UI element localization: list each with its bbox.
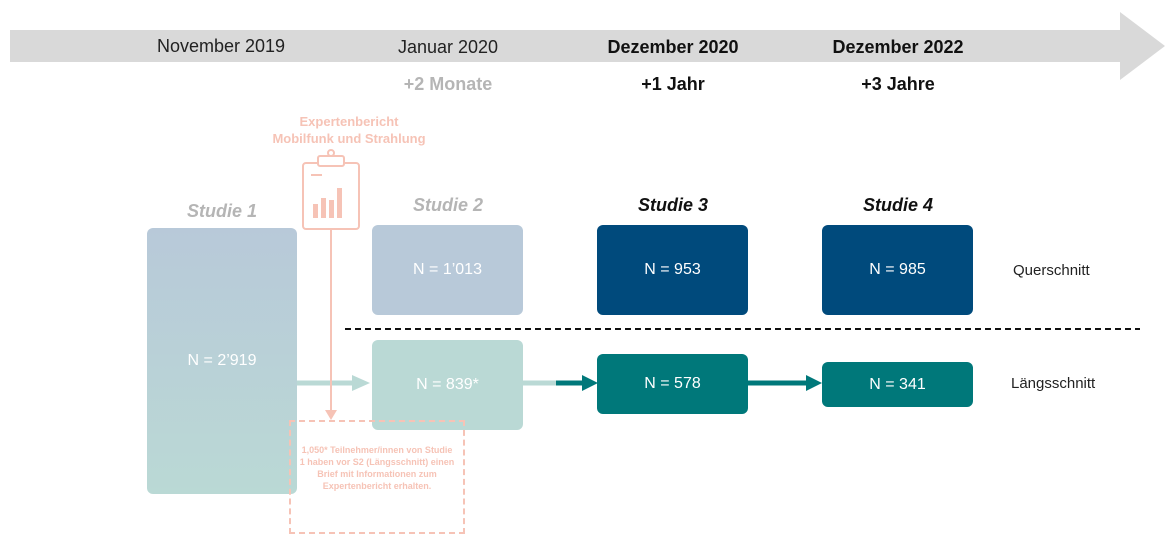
study-3-long-n: N = 578 <box>644 375 701 392</box>
study-3-title: Studie 3 <box>637 195 708 215</box>
arrow-s1-s2-head <box>352 375 370 391</box>
arrow-s3-s4-head <box>806 375 822 391</box>
expert-report-label: Expertenbericht Mobilfunk und Strahlung <box>239 114 459 148</box>
row-label-cross-section: Querschnitt <box>1013 262 1090 279</box>
row-label-longitudinal: Längsschnitt <box>1011 375 1096 392</box>
date-dec-2020: Dezember 2020 <box>607 37 739 57</box>
study-4-long-n: N = 341 <box>869 375 926 393</box>
study-1-box: N = 2’919 <box>147 228 297 494</box>
study-1-title: Studie 1 <box>186 201 257 221</box>
note-box: 1,050* Teilnehmer/innen von Studie 1 hab… <box>289 420 465 534</box>
expert-report-line2: Mobilfunk und Strahlung <box>272 130 426 146</box>
offset-3-years: +3 Jahre <box>861 74 935 94</box>
study-2-cross-n: N = 1’013 <box>413 261 482 278</box>
study-4-title: Studie 4 <box>862 195 933 215</box>
date-dec-2022: Dezember 2022 <box>832 37 964 57</box>
study-4-cross-box: N = 985 <box>822 225 973 315</box>
study-2-cross-box: N = 1’013 <box>372 225 523 315</box>
note-text: 1,050* Teilnehmer/innen von Studie 1 hab… <box>299 445 455 492</box>
expert-report-line1: Expertenbericht <box>299 114 399 129</box>
arrow-s2-s3-head <box>582 375 598 391</box>
clipboard-chart-icon <box>302 149 360 230</box>
date-jan-2020: Januar 2020 <box>397 37 499 57</box>
clipboard-down-arrow-head <box>325 410 337 420</box>
study-4-long-box: N = 341 <box>822 362 973 407</box>
study-3-cross-box: N = 953 <box>597 225 748 315</box>
timeline-arrow <box>10 12 1165 80</box>
study-2-long-box: N = 839* <box>372 340 523 430</box>
date-nov-2019: November 2019 <box>156 36 286 56</box>
study-4-cross-n: N = 985 <box>869 261 926 278</box>
study-1-n: N = 2’919 <box>187 352 257 369</box>
study-3-cross-n: N = 953 <box>644 261 701 278</box>
offset-2-months: +2 Monate <box>403 74 493 94</box>
study-3-long-box: N = 578 <box>597 354 748 414</box>
offset-1-year: +1 Jahr <box>641 74 705 94</box>
study-2-long-n: N = 839* <box>416 376 479 393</box>
study-2-title: Studie 2 <box>412 195 483 215</box>
